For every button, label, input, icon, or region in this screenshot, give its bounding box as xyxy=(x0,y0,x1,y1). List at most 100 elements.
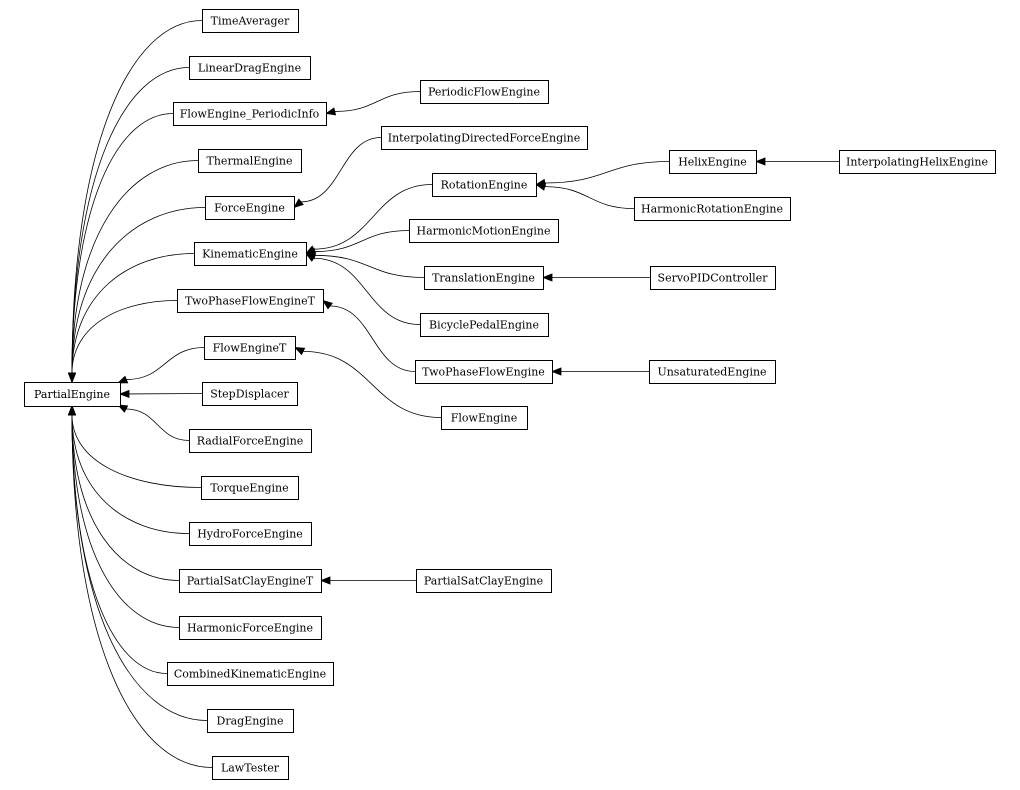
edge-line xyxy=(313,257,421,325)
node-label: TwoPhaseFlowEngine xyxy=(422,366,545,379)
node-partial-sat-clay-engine-t[interactable]: PartialSatClayEngineT xyxy=(179,569,322,593)
node-drag-engine[interactable]: DragEngine xyxy=(207,709,294,733)
node-flow-engine-t[interactable]: FlowEngineT xyxy=(204,336,296,360)
node-harmonic-rotation-engine[interactable]: HarmonicRotationEngine xyxy=(634,197,791,221)
edge-line xyxy=(71,414,202,488)
node-box xyxy=(432,173,537,197)
node-servo-pid-controller[interactable]: ServoPIDController xyxy=(650,266,776,290)
node-box xyxy=(189,522,312,546)
edge-line xyxy=(71,414,208,721)
edge-line xyxy=(71,160,199,374)
node-time-averager[interactable]: TimeAverager xyxy=(202,9,299,33)
node-box xyxy=(207,709,294,733)
node-translation-engine[interactable]: TranslationEngine xyxy=(424,266,544,290)
node-flow-engine[interactable]: FlowEngine xyxy=(441,406,528,430)
node-label: HydroForceEngine xyxy=(197,528,303,541)
node-flow-engine-periodic-info[interactable]: FlowEngine_PeriodicInfo xyxy=(173,102,327,126)
node-label: FlowEngine_PeriodicInfo xyxy=(180,108,320,121)
edge-line xyxy=(334,91,421,112)
node-box xyxy=(189,56,311,80)
node-label: StepDisplacer xyxy=(210,388,289,401)
node-box xyxy=(649,360,776,384)
node-label: ThermalEngine xyxy=(207,155,293,168)
node-rotation-engine[interactable]: RotationEngine xyxy=(432,173,537,197)
node-box xyxy=(839,150,996,174)
edge-line xyxy=(544,161,670,184)
edge-line xyxy=(71,414,180,628)
node-label: LawTester xyxy=(221,762,280,775)
node-harmonic-motion-engine[interactable]: HarmonicMotionEngine xyxy=(409,219,559,243)
edge-arrowhead xyxy=(305,252,317,262)
edge-hydro-force-engine-to-partial-engine xyxy=(67,404,190,534)
node-law-tester[interactable]: LawTester xyxy=(212,756,289,780)
node-kinematic-engine[interactable]: KinematicEngine xyxy=(194,242,307,266)
node-label: PeriodicFlowEngine xyxy=(428,86,540,99)
node-box xyxy=(179,616,322,640)
node-label: BicyclePedalEngine xyxy=(429,319,539,332)
node-label: ServoPIDController xyxy=(658,272,769,285)
edge-helix-engine-to-rotation-engine xyxy=(534,161,670,187)
node-box xyxy=(189,429,312,453)
edge-arrowhead xyxy=(319,576,331,585)
node-linear-drag-engine[interactable]: LinearDragEngine xyxy=(189,56,311,80)
edge-arrowhead xyxy=(322,299,333,310)
node-label: PartialEngine xyxy=(34,388,110,401)
node-harmonic-force-engine[interactable]: HarmonicForceEngine xyxy=(179,616,322,640)
edge-translation-engine-to-kinematic-engine xyxy=(304,251,425,278)
edge-line xyxy=(71,253,195,374)
node-label: PartialSatClayEngine xyxy=(424,575,543,588)
node-interpolating-helix-engine[interactable]: InterpolatingHelixEngine xyxy=(839,150,996,174)
node-box xyxy=(650,266,776,290)
node-partial-engine[interactable]: PartialEngine xyxy=(24,382,121,407)
edge-line xyxy=(330,305,416,372)
node-label: UnsaturatedEngine xyxy=(657,366,766,379)
node-box xyxy=(167,662,334,686)
node-box xyxy=(194,242,307,266)
node-label: InterpolatingHelixEngine xyxy=(846,156,988,169)
edge-harmonic-rotation-engine-to-rotation-engine xyxy=(534,182,635,209)
node-partial-sat-clay-engine[interactable]: PartialSatClayEngine xyxy=(416,569,552,593)
node-periodic-flow-engine[interactable]: PeriodicFlowEngine xyxy=(420,80,549,104)
node-combined-kinematic-engine[interactable]: CombinedKinematicEngine xyxy=(167,662,334,686)
node-helix-engine[interactable]: HelixEngine xyxy=(669,150,757,174)
node-box xyxy=(205,196,295,220)
node-label: FlowEngine xyxy=(451,412,517,425)
node-label: PartialSatClayEngineT xyxy=(187,575,314,588)
edge-flow-engine-t-to-partial-engine xyxy=(116,347,205,384)
node-box xyxy=(204,336,296,360)
edge-line xyxy=(71,113,174,374)
node-step-displacer[interactable]: StepDisplacer xyxy=(202,382,298,406)
edge-line xyxy=(71,300,178,374)
edge-line xyxy=(126,408,190,441)
node-box xyxy=(669,150,757,174)
node-label: InterpolatingDirectedForceEngine xyxy=(388,132,581,145)
edge-line xyxy=(126,347,205,380)
edge-line xyxy=(71,414,190,534)
node-two-phase-flow-engine-t[interactable]: TwoPhaseFlowEngineT xyxy=(177,289,324,313)
node-label: TranslationEngine xyxy=(432,272,535,285)
edge-periodic-flow-engine-to-flow-engine-periodic-info xyxy=(324,91,421,116)
node-bicycle-pedal-engine[interactable]: BicyclePedalEngine xyxy=(420,313,549,337)
edge-two-phase-flow-engine-t-to-partial-engine xyxy=(67,300,178,384)
node-thermal-engine[interactable]: ThermalEngine xyxy=(198,149,302,173)
node-force-engine[interactable]: ForceEngine xyxy=(205,196,295,220)
edge-line xyxy=(71,20,203,374)
node-box xyxy=(202,9,299,33)
node-label: HelixEngine xyxy=(678,156,747,169)
node-box xyxy=(441,406,528,430)
edge-arrowhead xyxy=(67,404,77,416)
edge-line xyxy=(314,254,425,278)
node-hydro-force-engine[interactable]: HydroForceEngine xyxy=(189,522,312,546)
node-torque-engine[interactable]: TorqueEngine xyxy=(201,476,299,500)
edge-radial-force-engine-to-partial-engine xyxy=(117,404,190,441)
node-interpolating-directed-force-engine[interactable]: InterpolatingDirectedForceEngine xyxy=(381,126,588,150)
node-radial-force-engine[interactable]: RadialForceEngine xyxy=(189,429,312,453)
node-two-phase-flow-engine[interactable]: TwoPhaseFlowEngine xyxy=(415,360,553,384)
edge-arrowhead xyxy=(118,389,130,399)
node-label: HarmonicForceEngine xyxy=(187,622,313,635)
edge-servo-pid-controller-to-translation-engine xyxy=(541,273,650,282)
node-unsaturated-engine[interactable]: UnsaturatedEngine xyxy=(649,360,776,384)
edge-line xyxy=(71,414,168,674)
edges-layer xyxy=(67,20,839,768)
